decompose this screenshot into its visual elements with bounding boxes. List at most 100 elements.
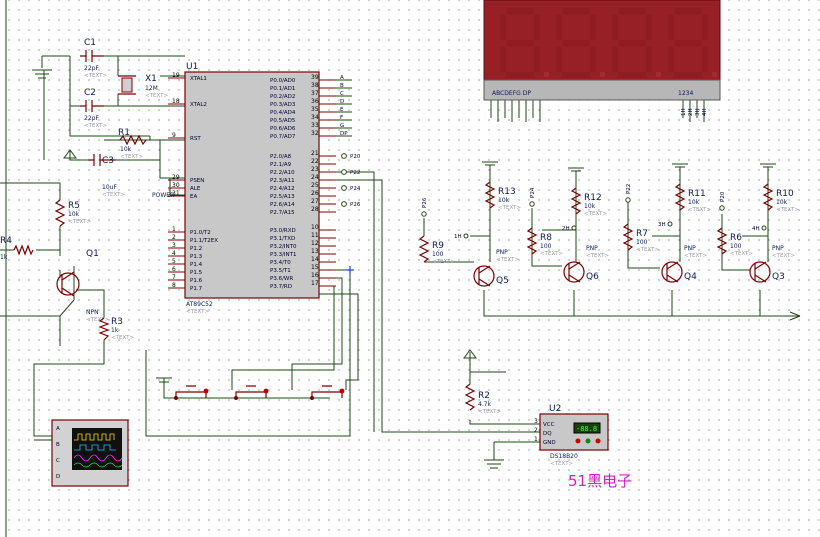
wires bbox=[0, 0, 801, 537]
mcu-pin-27-num: 27 bbox=[311, 198, 319, 205]
q-text-Q5: <TEXT> bbox=[496, 257, 519, 263]
mcu-pin-25-num: 25 bbox=[311, 182, 319, 189]
push-button-1[interactable] bbox=[174, 385, 209, 400]
mcu-pin-3-num: 3 bbox=[172, 242, 176, 249]
mcu-pin-8-num: 8 bbox=[172, 282, 176, 289]
p0-net-A: A bbox=[340, 75, 344, 81]
mcu-pin-28-name: P2.7/A15 bbox=[270, 210, 295, 216]
rb-value-R9: 100 bbox=[432, 251, 444, 258]
rc-text-R12: <TEXT> bbox=[584, 211, 607, 217]
mcu-pin-13-name: P3.3/INT1 bbox=[270, 252, 297, 258]
digit-net-link-1H: 1H bbox=[454, 234, 462, 240]
mcu-pin-12-name: P3.2/INT0 bbox=[270, 244, 297, 250]
mcu-pin-22-num: 22 bbox=[311, 158, 319, 165]
resistor-r1[interactable]: R1 10k <TEXT> bbox=[118, 128, 147, 160]
mcu-pin-2-name: P1.1/T2EX bbox=[190, 238, 218, 244]
mcu-pin-38-name: P0.1/AD1 bbox=[270, 86, 295, 92]
q-ref-Q3: Q3 bbox=[772, 272, 785, 282]
mcu-pin-10-name: P3.0/RXD bbox=[270, 228, 296, 234]
digit-net-link-4H: 4H bbox=[752, 226, 760, 232]
mcu-pin-26-name: P2.5/A13 bbox=[270, 194, 295, 200]
r5-value: 10k bbox=[68, 211, 80, 218]
resistor-r3[interactable]: R3 1k <TEXT> bbox=[98, 317, 134, 341]
p2-net-P20: P20 bbox=[350, 154, 361, 160]
transistor-q1[interactable]: Q1 NPN <TEXT> bbox=[56, 249, 109, 323]
rb-ref-R9: R9 bbox=[432, 241, 444, 251]
ground-symbol-switches bbox=[156, 377, 172, 383]
mcu-pin-17-num: 17 bbox=[311, 280, 319, 287]
mcu-pin-17-name: P3.7/RD bbox=[270, 284, 292, 290]
resistor-r2[interactable]: R2 4.7k <TEXT> bbox=[464, 383, 501, 415]
mcu-pin-29-num: 29 bbox=[172, 174, 180, 181]
net-P22: P22 bbox=[626, 184, 632, 194]
rc-text-R10: <TEXT> bbox=[776, 207, 799, 213]
c1-value: 22pF bbox=[84, 65, 99, 72]
mcu-pin-15-name: P3.5/T1 bbox=[270, 268, 291, 274]
mcu-pin-33-num: 33 bbox=[311, 122, 319, 129]
scope-channel-A: A bbox=[56, 426, 60, 432]
q-type-Q4: PNP bbox=[684, 245, 696, 252]
mcu-pin-4-name: P1.3 bbox=[190, 254, 203, 260]
mcu-pin-28-num: 28 bbox=[311, 206, 319, 213]
u2-pin-VCC: VCC bbox=[543, 422, 555, 428]
scope-channel-C: C bbox=[56, 458, 60, 464]
mcu-pin-21-num: 21 bbox=[311, 150, 319, 157]
r4-ref: R4 bbox=[0, 236, 12, 246]
q-ref-Q5: Q5 bbox=[496, 276, 509, 286]
c2-ref: C2 bbox=[84, 88, 96, 98]
mcu-pin-25-name: P2.4/A12 bbox=[270, 186, 295, 192]
digit-net-3H: 3H bbox=[695, 108, 701, 116]
mcu-pin-3-name: P1.2 bbox=[190, 246, 202, 252]
capacitor-c1[interactable]: C1 22pF <TEXT> bbox=[80, 38, 107, 79]
mcu-pin-37-num: 37 bbox=[311, 90, 319, 97]
mcu-pin-26-num: 26 bbox=[311, 190, 319, 197]
crystal-x1[interactable]: X1 12M <TEXT> bbox=[118, 74, 168, 99]
scope-channel-D: D bbox=[56, 474, 60, 480]
r2-text: <TEXT> bbox=[478, 409, 501, 415]
rb-text-R8: <TEXT> bbox=[540, 251, 563, 257]
digit-net-4H: 4H bbox=[702, 108, 708, 116]
rc-value-R10: 10k bbox=[776, 199, 788, 206]
mcu-pin-12-num: 12 bbox=[311, 240, 319, 247]
mcu-pin-23-num: 23 bbox=[311, 166, 319, 173]
rc-text-R11: <TEXT> bbox=[688, 207, 711, 213]
scope-channel-B: B bbox=[56, 442, 60, 448]
q1-type: NPN bbox=[86, 309, 99, 316]
rb-value-R7: 100 bbox=[636, 239, 648, 246]
rc-ref-R11: R11 bbox=[688, 189, 706, 199]
p2-net-P24: P24 bbox=[350, 186, 361, 192]
mcu-pin-34-num: 34 bbox=[311, 114, 319, 121]
mcu-pin-1-name: P1.0/T2 bbox=[190, 230, 211, 236]
power-terminal-r2 bbox=[463, 349, 477, 359]
push-button-3[interactable] bbox=[310, 385, 345, 400]
capacitor-c2[interactable]: C2 22pF <TEXT> bbox=[80, 88, 107, 129]
rb-ref-R7: R7 bbox=[636, 229, 648, 239]
oscilloscope[interactable]: A B C D bbox=[51, 419, 129, 487]
mcu-pin-19-name: XTAL1 bbox=[190, 76, 207, 82]
resistor-r5[interactable]: R5 10k <TEXT> bbox=[54, 199, 91, 227]
u2-pin-DQ: DQ bbox=[543, 431, 552, 437]
rc-value-R11: 10k bbox=[688, 199, 700, 206]
push-button-2[interactable] bbox=[234, 385, 269, 400]
capacitor-c3[interactable]: C3 10uF <TEXT> bbox=[88, 154, 125, 198]
q1-ref: Q1 bbox=[86, 249, 99, 259]
r2-ref: R2 bbox=[478, 391, 490, 401]
mcu-pin-11-num: 11 bbox=[311, 232, 319, 239]
u2-pin-2-num: 2 bbox=[534, 427, 538, 434]
resistor-r4[interactable]: R4 1k bbox=[0, 236, 34, 261]
digit-2: 8 bbox=[556, 8, 605, 78]
net-P26: P26 bbox=[422, 197, 428, 208]
p0-net-E: E bbox=[340, 107, 344, 113]
